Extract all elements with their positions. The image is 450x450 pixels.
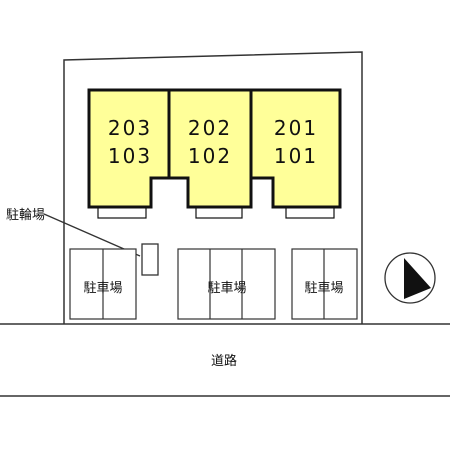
entrance-step [195,206,243,219]
building-unit-201-101 [249,88,342,209]
parking-lot [177,248,276,320]
bicycle-parking-label: 駐輪場 [6,207,45,223]
unit-number-lower: 101 [274,144,318,168]
entrance-step [97,206,147,219]
unit-number-upper: 201 [274,116,318,140]
north-arrow-icon [384,252,436,304]
parking-lot [291,248,358,320]
parking-label: 駐車場 [207,281,246,296]
entrance-step [285,206,335,219]
unit-number-lower: 102 [188,144,232,168]
property-boundary [63,51,363,324]
bicycle-parking-area [141,243,159,276]
unit-number-lower: 103 [108,144,152,168]
parking-label: 駐車場 [304,281,343,296]
unit-number-upper: 203 [108,116,152,140]
unit-number-upper: 202 [188,116,232,140]
parking-label: 駐車場 [83,281,122,296]
parking-lot [69,248,137,320]
road-label: 道路 [211,353,237,369]
